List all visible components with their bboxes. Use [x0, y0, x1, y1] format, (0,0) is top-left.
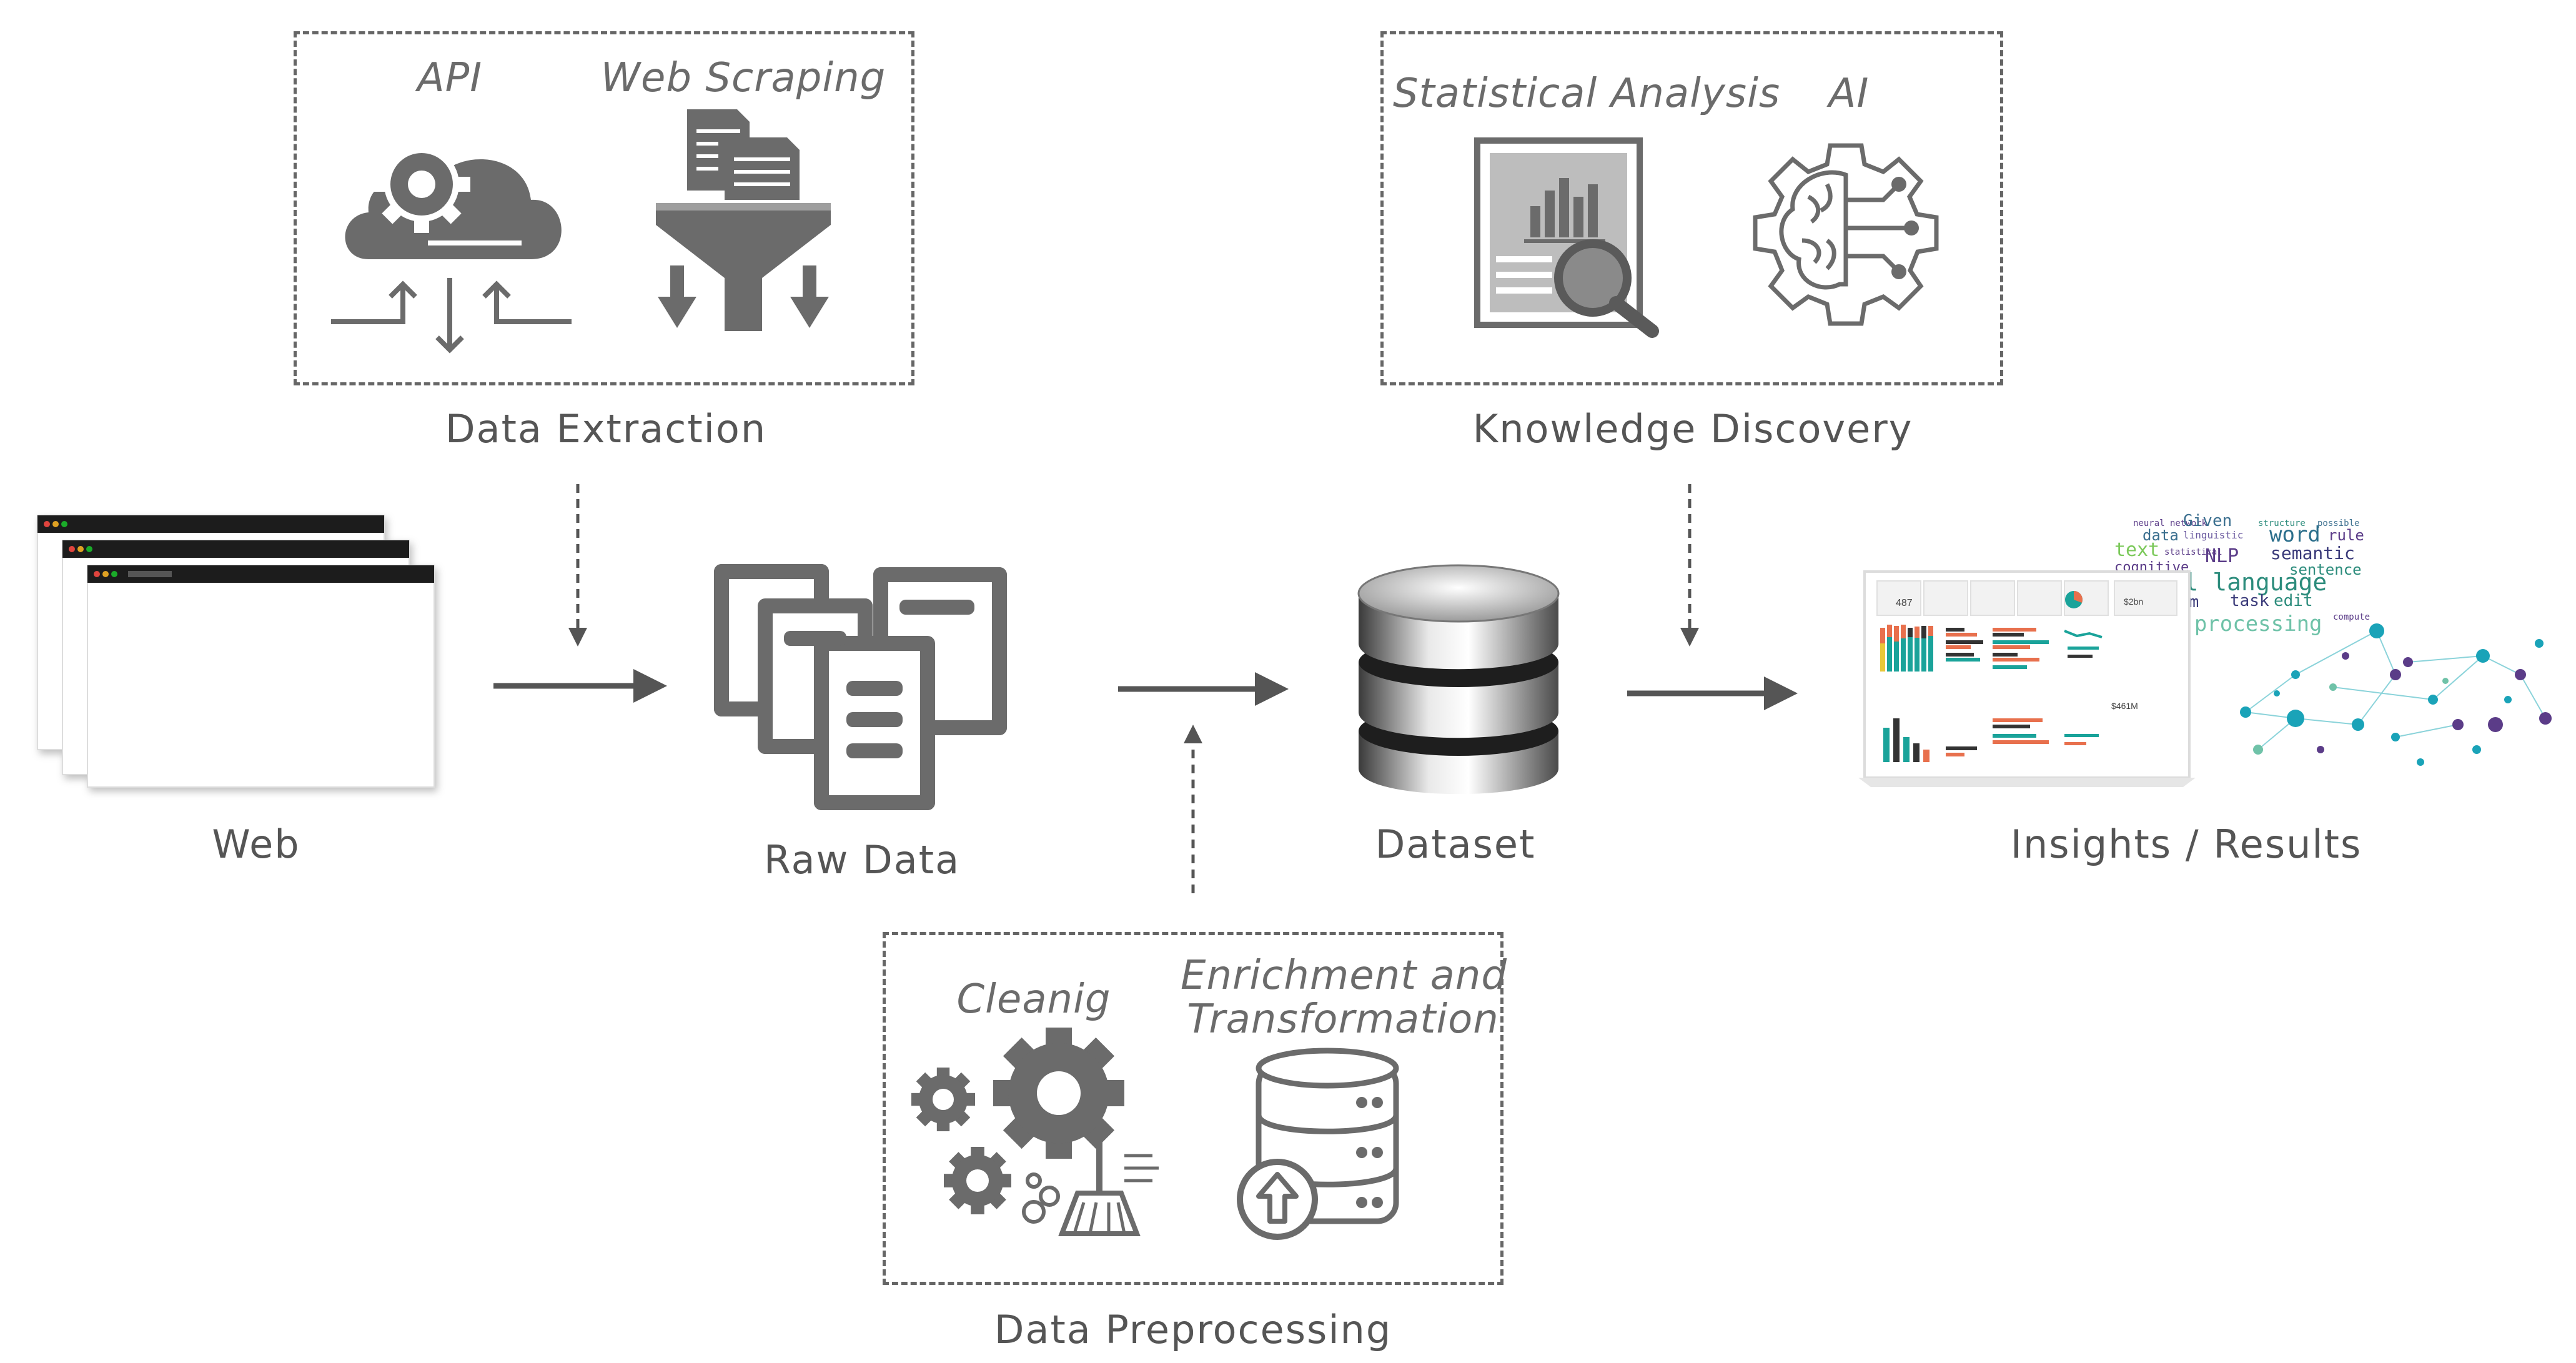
dataset-label: Dataset — [1375, 821, 1536, 867]
gears-broom-icon — [911, 1028, 1159, 1236]
enrichment-title: Enrichment and — [1181, 953, 1507, 999]
documents-stack-icon — [714, 564, 1007, 810]
knowledge-discovery-box — [1380, 31, 2003, 385]
svg-text:data: data — [2143, 527, 2179, 544]
svg-text:structure: structure — [2258, 518, 2306, 528]
svg-text:Given: Given — [2183, 512, 2232, 530]
kpi-2: $2bn — [2124, 597, 2143, 607]
svg-text:rule: rule — [2328, 527, 2364, 544]
dashboard-wordcloud-network-icon: neural network Given structure possible … — [1858, 512, 2552, 787]
svg-text:neural network: neural network — [2133, 518, 2207, 528]
raw-data-label: Raw Data — [763, 837, 961, 883]
svg-text:word: word — [2269, 522, 2321, 547]
browser-windows-icon — [37, 515, 435, 788]
insights-results-label: Insights / Results — [2010, 821, 2362, 867]
report-magnifier-icon — [1474, 137, 1659, 338]
knowledge-discovery-label: Knowledge Discovery — [1472, 406, 1913, 452]
svg-text:NLP: NLP — [2205, 545, 2239, 567]
database-upload-icon — [1237, 1048, 1399, 1240]
svg-text:sentence: sentence — [2289, 561, 2362, 578]
svg-text:linguistic: linguistic — [2183, 529, 2243, 541]
api-title: API — [417, 55, 483, 101]
data-preprocessing-box — [883, 932, 1503, 1285]
svg-text:text: text — [2114, 539, 2159, 561]
web-label: Web — [212, 821, 300, 867]
svg-text:possible: possible — [2317, 518, 2359, 528]
data-preprocessing-label: Data Preprocessing — [994, 1307, 1392, 1352]
statistical-analysis-title: Statistical Analysis — [1393, 71, 1781, 117]
svg-text:task: task — [2230, 592, 2269, 610]
documents-funnel-icon — [656, 109, 831, 331]
database-cylinder-icon — [1357, 564, 1560, 795]
cleaning-title: Cleanig — [956, 976, 1111, 1023]
svg-text:semantic: semantic — [2271, 543, 2355, 563]
svg-text:edit: edit — [2274, 592, 2313, 610]
network-nodes — [2240, 623, 2552, 766]
svg-text:statistical: statistical — [2164, 547, 2222, 557]
svg-text:compute: compute — [2333, 612, 2370, 622]
transformation-title: Transformation — [1187, 996, 1499, 1043]
kpi-3: $461M — [2111, 701, 2138, 711]
data-extraction-box — [294, 31, 914, 385]
kpi-1: 487 — [1896, 598, 1913, 608]
ai-title: AI — [1828, 71, 1870, 117]
brain-gear-icon — [1753, 143, 1939, 326]
web-scraping-title: Web Scraping — [600, 55, 886, 101]
cloud-gear-icon — [331, 136, 572, 354]
dashboard: 487 $2bn — [1858, 570, 2196, 787]
data-extraction-label: Data Extraction — [445, 406, 767, 452]
wordcloud: neural network Given structure possible … — [2114, 512, 2370, 647]
